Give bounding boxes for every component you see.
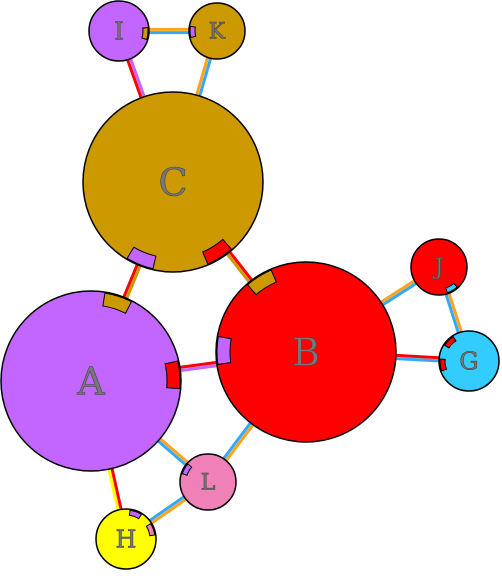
edge-stroke	[176, 363, 222, 373]
node-label: I	[114, 17, 123, 45]
edge-stroke	[175, 360, 221, 370]
edge-C-B	[223, 247, 256, 287]
node-label: K	[209, 20, 226, 45]
edge-stroke	[197, 54, 214, 101]
port-marker-A	[164, 360, 181, 390]
port-marker-G	[439, 358, 448, 372]
node-circle	[88, 0, 150, 62]
node-label: B	[292, 330, 320, 374]
edge-stroke	[124, 55, 144, 103]
port-marker-H	[128, 509, 143, 520]
node-label: L	[201, 471, 216, 496]
node-A[interactable]: A	[0, 290, 182, 472]
edge-stroke	[109, 464, 124, 514]
node-circle	[188, 2, 246, 60]
edge-stroke	[120, 260, 141, 302]
edge-stroke	[127, 54, 147, 101]
edge-A-H	[106, 464, 124, 515]
port-marker-C	[126, 246, 157, 270]
port-marker-G	[443, 335, 457, 349]
edge-I-K	[145, 27, 193, 35]
node-C[interactable]: C	[82, 91, 264, 273]
port-marker-C	[202, 238, 233, 265]
port-marker-B	[216, 335, 232, 365]
edge-A-B	[175, 360, 222, 373]
port-marker-J	[445, 282, 458, 294]
edge-stroke	[223, 249, 253, 287]
edge-B-J	[376, 277, 421, 309]
edge-stroke	[222, 420, 257, 465]
node-label: C	[158, 160, 187, 204]
node-B[interactable]: B	[215, 261, 397, 443]
edge-stroke	[123, 261, 144, 303]
node-label: H	[116, 525, 137, 553]
node-J[interactable]: J	[410, 238, 468, 296]
edge-J-G	[443, 288, 465, 338]
node-circle	[0, 290, 182, 472]
edge-A-L	[154, 434, 192, 469]
port-marker-B	[246, 269, 277, 296]
edges-layer	[106, 27, 465, 527]
edge-B-G	[391, 353, 444, 363]
edge-stroke	[156, 434, 192, 467]
edge-stroke	[106, 464, 121, 515]
edge-stroke	[378, 280, 421, 309]
edge-stroke	[226, 247, 256, 285]
edge-A-C	[120, 260, 144, 303]
edge-stroke	[391, 353, 444, 360]
node-label: J	[433, 256, 444, 281]
port-marker-A	[102, 292, 133, 314]
node-H[interactable]: H	[95, 508, 157, 570]
node-label: G	[459, 347, 478, 375]
edge-C-K	[194, 53, 214, 101]
node-K[interactable]: K	[188, 2, 246, 60]
node-circle	[179, 453, 237, 511]
node-I[interactable]: I	[88, 0, 150, 62]
port-marker-L	[181, 463, 193, 476]
edge-B-L	[219, 418, 257, 465]
port-marker-K	[189, 25, 197, 39]
node-circle	[82, 91, 264, 273]
edge-L-H	[145, 493, 191, 527]
node-circle	[95, 508, 157, 570]
edge-stroke	[145, 493, 189, 525]
node-circle	[438, 330, 500, 392]
edge-stroke	[154, 437, 190, 469]
edge-stroke	[446, 288, 465, 337]
port-marker-I	[141, 26, 149, 41]
edge-stroke	[219, 418, 255, 463]
node-circle	[215, 261, 397, 443]
edge-C-I	[124, 54, 147, 103]
node-label: A	[76, 359, 105, 403]
edge-stroke	[376, 277, 419, 306]
edge-stroke	[147, 495, 191, 527]
edge-stroke	[194, 53, 211, 100]
edge-stroke	[391, 356, 444, 363]
node-L[interactable]: L	[179, 453, 237, 511]
node-circle	[410, 238, 468, 296]
edge-stroke	[443, 289, 461, 338]
port-marker-H	[145, 522, 156, 537]
node-G[interactable]: G	[438, 330, 500, 392]
